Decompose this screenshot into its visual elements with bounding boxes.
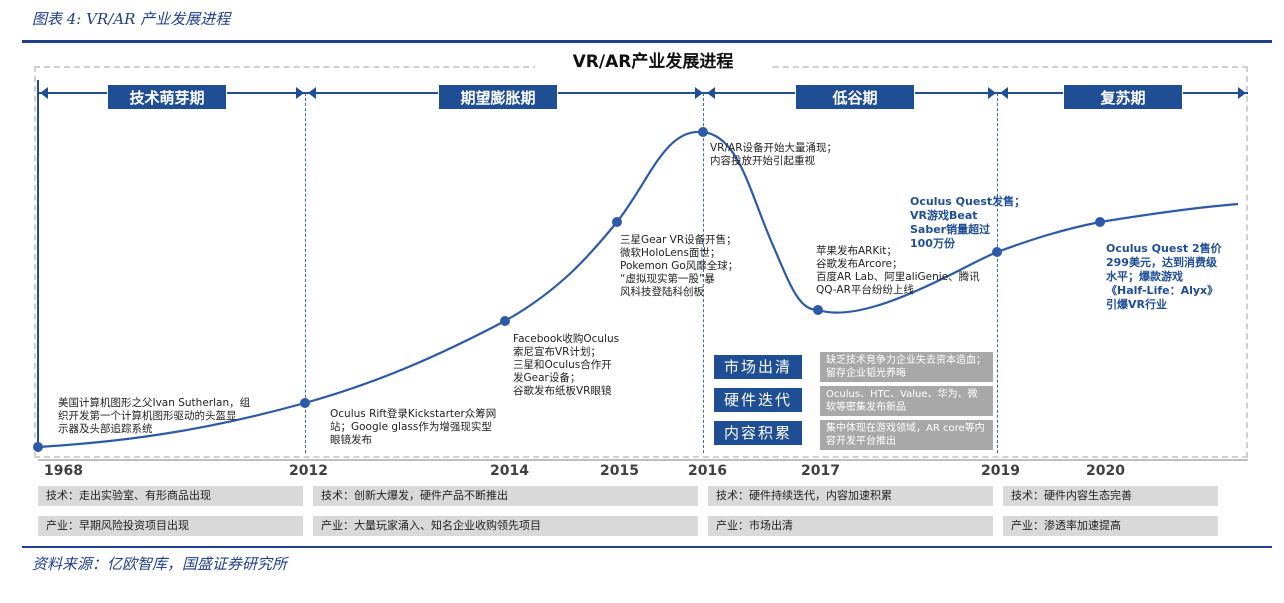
event-1968: 美国计算机图形之父Ivan Sutherlan，组织开发第一个计算机图形驱动的头… [58,397,251,435]
source-caption: 资料来源：亿欧智库，国盛证券研究所 [32,555,288,573]
point-2014 [500,316,510,326]
industry-strip-hype: 产业：大量玩家涌入、知名企业收购领先项目 [313,516,698,536]
phase-axis [38,92,1248,94]
point-2012 [300,398,310,408]
phase-hype: 期望膨胀期 [438,84,558,110]
phase-emergence: 技术萌芽期 [107,84,227,110]
event-2016: VR/AR设备开始大量涌现；内容投放开始引起重视 [710,142,837,167]
badge-desc-hardware-iteration: Oculus、HTC、Value、华为、微软等密集发布新品 [820,386,993,416]
arrow-right-icon [1238,87,1246,99]
industry-strip-trough: 产业：市场出清 [708,516,993,536]
chart-title: VR/AR产业发展进程 [535,50,771,74]
event-2012: Oculus Rift登录Kickstarter众筹网站；Google glas… [330,408,497,446]
arrow-left-icon [308,87,316,99]
point-1968 [33,442,43,452]
phase-recovery: 复苏期 [1063,84,1183,110]
industry-strip-emergence: 产业：早期风险投资项目出现 [38,516,303,536]
industry-strip-recovery: 产业：渗透率加速提高 [1003,516,1218,536]
year-line-2016 [703,93,704,453]
year-1968: 1968 [44,463,83,479]
arrow-left-icon [1000,87,1008,99]
tech-strip-hype: 技术：创新大爆发，硬件产品不断推出 [313,486,698,506]
badge-content-accumulation: 内容积累 [714,421,802,445]
tech-strip-recovery: 技术：硬件内容生态完善 [1003,486,1218,506]
point-2015 [612,217,622,227]
arrow-right-icon [988,87,996,99]
badge-desc-content-accumulation: 集中体现在游戏领域，AR core等内容开发平台推出 [820,420,993,450]
year-2016: 2016 [688,463,727,479]
year-2014: 2014 [490,463,529,479]
year-2019: 2019 [981,463,1020,479]
point-2017 [813,305,823,315]
year-2015: 2015 [600,463,639,479]
tech-strip-trough: 技术：硬件持续迭代，内容加速积累 [708,486,993,506]
curve-path [37,130,1239,449]
arrow-left-icon [40,87,48,99]
badge-hardware-iteration: 硬件迭代 [714,388,802,412]
header-rule [22,40,1272,43]
arrow-right-icon [296,87,304,99]
footer-rule [22,546,1272,548]
event-2015: 三星Gear VR设备开售；微软HoloLens面世；Pokemon Go风靡全… [620,234,739,298]
point-2016 [698,127,708,137]
badge-desc-market-clearing: 缺乏技术竞争力企业失去资本造血；留存企业韬光养晦 [820,352,993,382]
tech-strip-emergence: 技术：走出实验室、有形商品出现 [38,486,303,506]
year-2012: 2012 [289,463,328,479]
year-2017: 2017 [801,463,840,479]
year-2020: 2020 [1086,463,1125,479]
event-2017: 苹果发布ARKit；谷歌发布Arcore；百度AR Lab、阿里aliGenie… [816,245,980,296]
point-2020 [1095,217,1105,227]
year-line-2019 [997,93,998,453]
arrow-left-icon [707,87,715,99]
point-2019 [992,247,1002,257]
year-baseline [38,459,1248,461]
year-line-2012 [305,93,306,453]
badge-market-clearing: 市场出清 [714,355,802,379]
figure-caption: 图表 4: VR/AR 产业发展进程 [32,10,231,28]
phase-trough: 低谷期 [795,84,915,110]
start-line [37,80,39,452]
arrow-right-icon [695,87,703,99]
